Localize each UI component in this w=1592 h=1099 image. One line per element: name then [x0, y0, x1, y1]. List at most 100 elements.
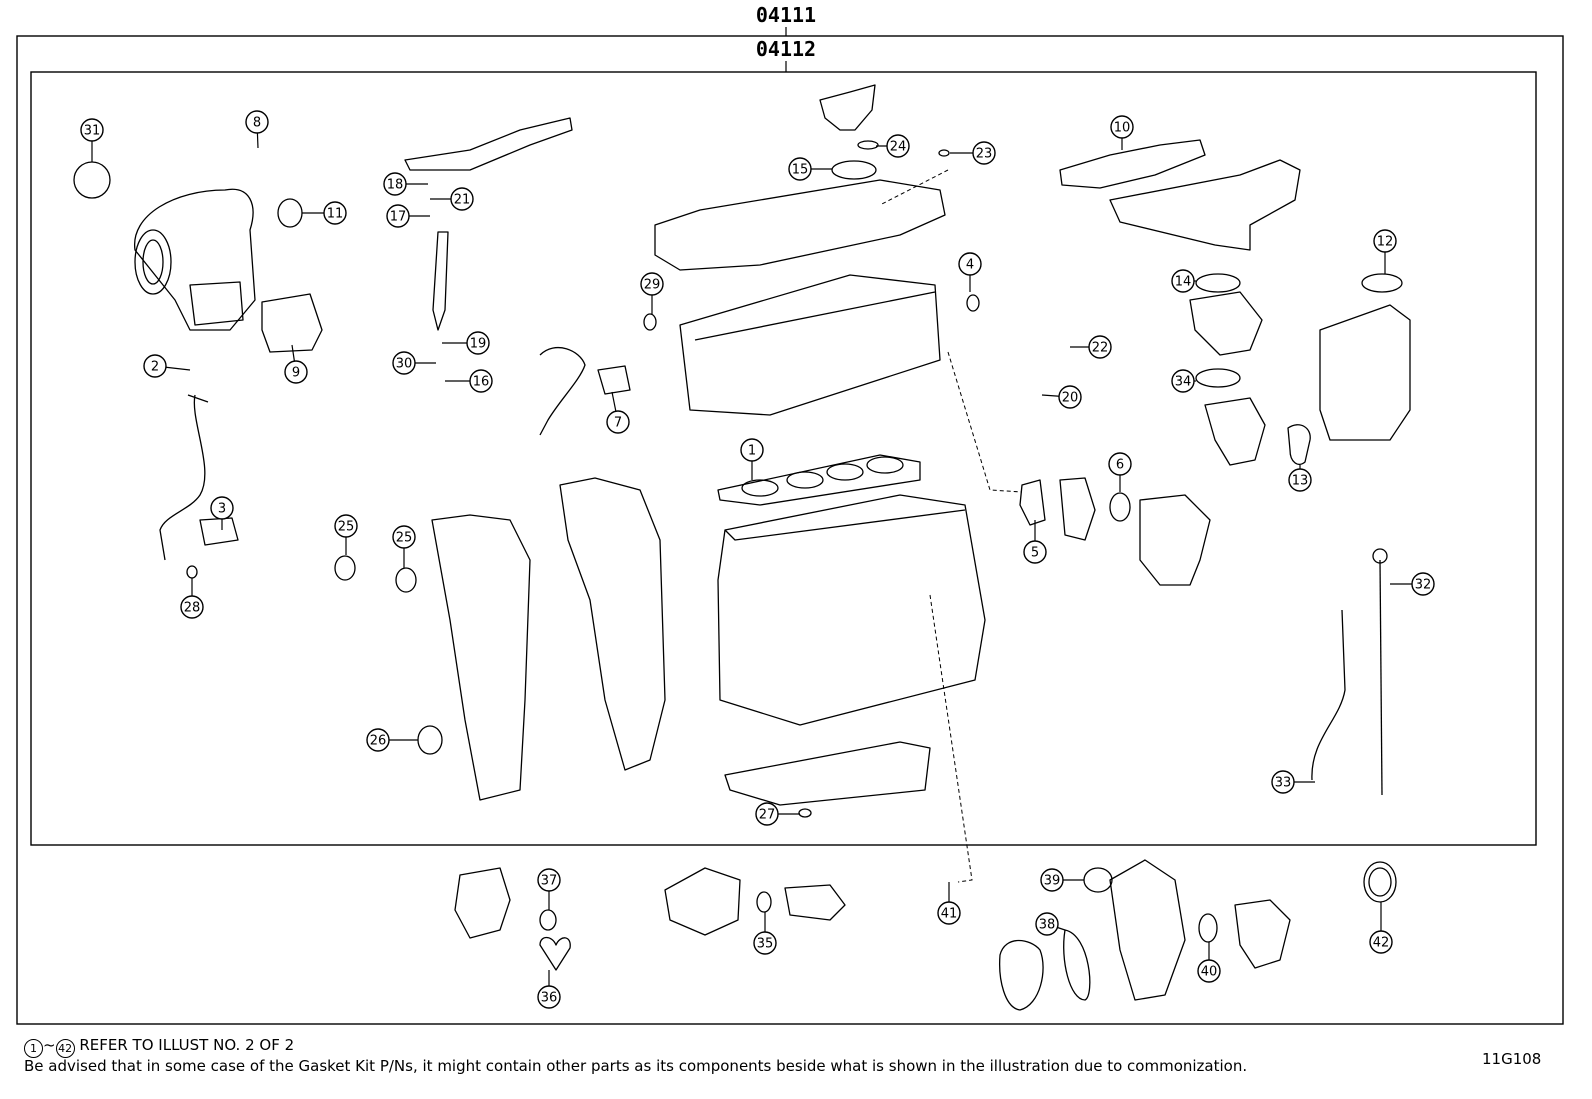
callout-circle [886, 134, 910, 158]
callout-number: 7 [614, 416, 622, 431]
callout-41[interactable]: 41 [937, 882, 961, 925]
callout-number: 16 [473, 375, 490, 390]
callout-circle [180, 595, 204, 619]
inner-kit-frame [30, 71, 1537, 846]
callout-19[interactable]: 19 [442, 331, 490, 355]
callout-number: 29 [644, 278, 661, 293]
callout-circle [788, 157, 812, 181]
callout-circle [537, 868, 561, 892]
callout-circle [1035, 912, 1059, 936]
range-start-callout: 1 [24, 1039, 43, 1058]
callout-number: 19 [470, 337, 487, 352]
callout-39[interactable]: 39 [1040, 868, 1084, 892]
callout-25[interactable]: 25 [392, 525, 416, 568]
part-drawings [134, 84, 1411, 1011]
callout-circle [753, 931, 777, 955]
callout-8[interactable]: 8 [245, 110, 269, 149]
callout-13[interactable]: 13 [1288, 465, 1312, 492]
footer-note: Be advised that in some case of the Gask… [24, 1057, 1248, 1075]
callout-number: 9 [292, 366, 300, 381]
callout-circle [80, 118, 104, 142]
callout-number: 39 [1044, 874, 1061, 889]
callout-26[interactable]: 26 [366, 728, 418, 752]
callout-circle [1040, 868, 1064, 892]
callout-5[interactable]: 5 [1023, 520, 1047, 564]
callout-circle [334, 514, 358, 538]
callout-28[interactable]: 28 [180, 578, 204, 619]
assembly-label-outer[interactable]: 04111 [756, 3, 816, 27]
callout-32[interactable]: 32 [1390, 572, 1435, 596]
callout-circle [469, 369, 493, 393]
callout-38[interactable]: 38 [1035, 912, 1066, 936]
callout-number: 32 [1415, 578, 1432, 593]
callout-10[interactable]: 10 [1110, 115, 1134, 150]
callout-6[interactable]: 6 [1108, 452, 1132, 492]
footer-refer-line: 1~42 REFER TO ILLUST NO. 2 OF 2 [24, 1036, 294, 1058]
callout-27[interactable]: 27 [755, 802, 800, 826]
callout-16[interactable]: 16 [445, 369, 493, 393]
callout-number: 27 [759, 808, 776, 823]
callout-14[interactable]: 14 [1171, 269, 1196, 293]
callout-number: 31 [84, 124, 101, 139]
callout-number: 24 [890, 140, 907, 155]
callout-1[interactable]: 1 [740, 438, 764, 480]
callout-37[interactable]: 37 [537, 868, 561, 910]
callout-number: 4 [966, 258, 974, 273]
callout-20[interactable]: 20 [1041, 385, 1082, 409]
assembly-label-inner[interactable]: 04112 [756, 37, 816, 61]
callout-circle [1171, 369, 1195, 393]
callout-number: 3 [218, 502, 226, 517]
callout-31[interactable]: 31 [80, 118, 104, 162]
callout-23[interactable]: 23 [950, 141, 996, 165]
callout-12[interactable]: 12 [1373, 229, 1397, 274]
callout-circle [972, 141, 996, 165]
callout-33[interactable]: 33 [1271, 770, 1315, 794]
callout-15[interactable]: 15 [788, 157, 832, 181]
callout-40[interactable]: 40 [1197, 942, 1221, 983]
callout-7[interactable]: 7 [606, 391, 630, 434]
callout-number: 25 [396, 531, 413, 546]
callout-number: 26 [370, 734, 387, 749]
callout-circle [755, 802, 779, 826]
illustration-code: 11G108 [1482, 1050, 1542, 1068]
callout-number: 36 [541, 991, 558, 1006]
callout-circle [1369, 930, 1393, 954]
callout-3[interactable]: 3 [210, 496, 234, 530]
callout-number: 15 [792, 163, 809, 178]
callout-4[interactable]: 4 [958, 252, 982, 292]
callout-2[interactable]: 2 [143, 354, 191, 378]
callout-25[interactable]: 25 [334, 514, 358, 555]
callout-11[interactable]: 11 [302, 201, 347, 225]
callout-number: 23 [976, 147, 993, 162]
callout-9[interactable]: 9 [284, 344, 308, 384]
callout-42[interactable]: 42 [1369, 902, 1393, 954]
callout-number: 30 [396, 357, 413, 372]
callout-18[interactable]: 18 [383, 172, 428, 196]
callout-number: 33 [1275, 776, 1292, 791]
callout-circle [1373, 229, 1397, 253]
callout-circle [383, 172, 407, 196]
callout-21[interactable]: 21 [430, 187, 474, 211]
callout-36[interactable]: 36 [537, 970, 561, 1009]
callout-circle [1058, 385, 1082, 409]
callout-24[interactable]: 24 [876, 134, 910, 158]
callout-number: 12 [1377, 235, 1394, 250]
callout-number: 35 [757, 937, 774, 952]
callout-circle [210, 496, 234, 520]
callout-34[interactable]: 34 [1171, 369, 1196, 393]
callout-29[interactable]: 29 [640, 272, 664, 314]
callout-35[interactable]: 35 [753, 912, 777, 955]
outer-kit-frame [16, 35, 1564, 1025]
callout-number: 40 [1201, 965, 1218, 980]
callout-circle [958, 252, 982, 276]
callout-number: 17 [390, 210, 407, 225]
callout-number: 6 [1116, 458, 1124, 473]
callout-22[interactable]: 22 [1070, 335, 1112, 359]
callout-number: 34 [1175, 375, 1192, 390]
callout-number: 21 [454, 193, 471, 208]
callout-number: 5 [1031, 546, 1039, 561]
callout-17[interactable]: 17 [386, 204, 430, 228]
callout-number: 8 [253, 116, 261, 131]
callout-number: 22 [1092, 341, 1109, 356]
callout-30[interactable]: 30 [392, 351, 436, 375]
